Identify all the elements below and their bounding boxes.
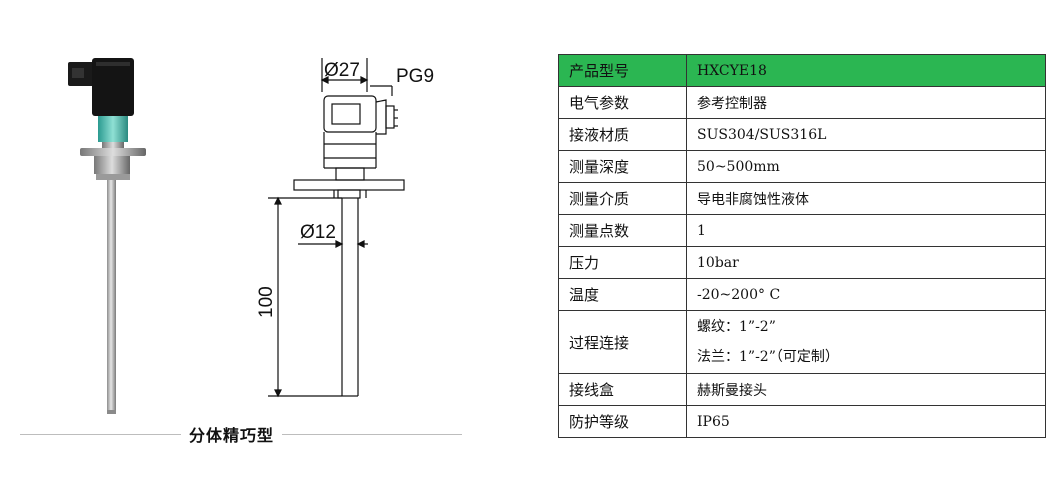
table-row: 测量点数 1 [558,214,1046,247]
sensor-body [98,116,128,142]
flange [80,148,146,156]
spec-key: 测量点数 [558,214,687,247]
spec-key: 产品型号 [558,54,687,87]
spec-key: 测量介质 [558,182,687,215]
dim-length: 100 [256,286,277,318]
spec-key: 防护等级 [558,405,687,438]
spec-key: 接液材质 [558,118,687,151]
dimension-drawing: Ø27 PG9 Ø12 100 [256,58,434,398]
spec-value: -20~200° C [686,278,1046,311]
table-row: 压力 10bar [558,246,1046,279]
table-row: 测量深度 50~500mm [558,150,1046,183]
spec-value-multiline: 螺纹：1”-2” 法兰：1”-2”（可定制） [686,310,1046,374]
spec-value: 10bar [686,246,1046,279]
table-row: 接线盒 赫斯曼接头 [558,373,1046,406]
spec-table: 产品型号 HXCYE18 电气参数 参考控制器 接液材质 SUS304/SUS3… [558,54,1046,438]
spec-value: 1 [686,214,1046,247]
spec-value: 赫斯曼接头 [686,373,1046,406]
dim-diameter-top: Ø27 [324,60,360,81]
spec-value-line: 法兰：1”-2”（可定制） [697,349,839,365]
spec-key: 压力 [558,246,687,279]
table-row: 过程连接 螺纹：1”-2” 法兰：1”-2”（可定制） [558,310,1046,374]
spec-value: HXCYE18 [686,54,1046,87]
spec-header-row: 产品型号 HXCYE18 [558,54,1046,87]
product-photo [68,58,146,414]
housing [92,58,134,116]
spec-value: IP65 [686,405,1046,438]
spec-value: 参考控制器 [686,86,1046,119]
spec-value: 导电非腐蚀性液体 [686,182,1046,215]
spec-value: SUS304/SUS316L [686,118,1046,151]
dim-diameter-probe: Ø12 [300,222,336,243]
spec-key: 接线盒 [558,373,687,406]
table-row: 测量介质 导电非腐蚀性液体 [558,182,1046,215]
table-row: 接液材质 SUS304/SUS316L [558,118,1046,151]
spec-key: 温度 [558,278,687,311]
probe-rod [107,180,116,412]
table-row: 电气参数 参考控制器 [558,86,1046,119]
dim-connector-label: PG9 [396,66,434,87]
caption: 分体精巧型 [181,422,283,446]
table-row: 温度 -20~200° C [558,278,1046,311]
spec-key: 过程连接 [558,310,687,374]
spec-value: 50~500mm [686,150,1046,183]
spec-value-line: 螺纹：1”-2” [697,319,776,335]
spec-key: 电气参数 [558,86,687,119]
table-row: 防护等级 IP65 [558,405,1046,438]
spec-key: 测量深度 [558,150,687,183]
